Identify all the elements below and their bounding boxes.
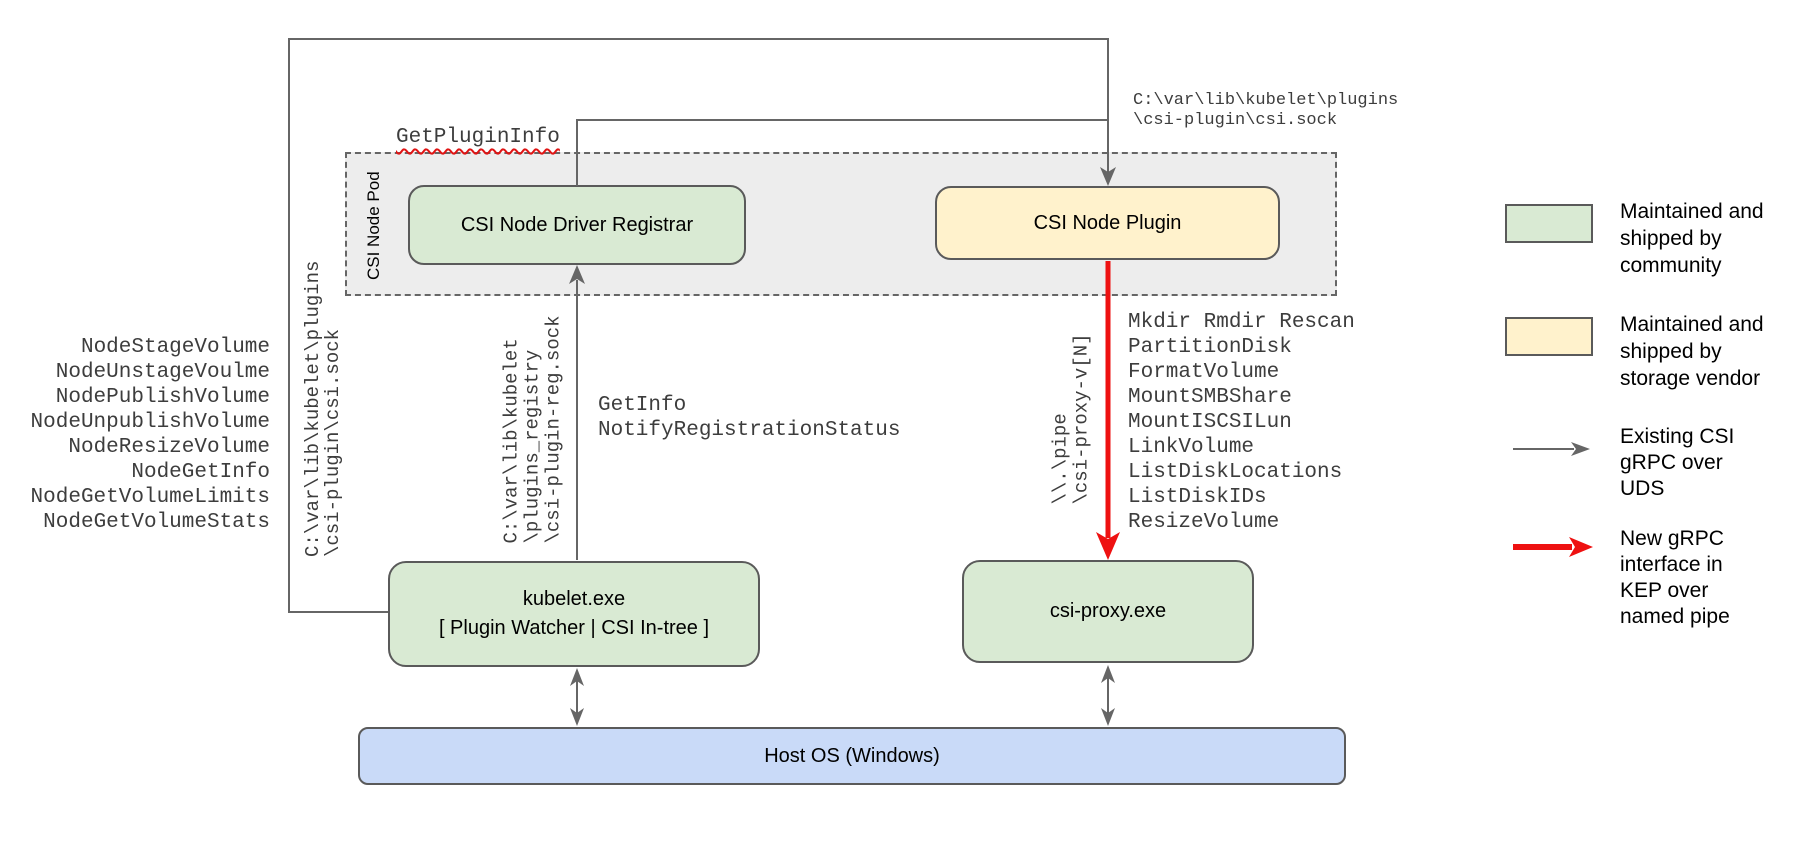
- csi-proxy-calls-list: Mkdir Rmdir Rescan PartitionDisk FormatV…: [1128, 311, 1355, 534]
- get-plugin-info-label: GetPluginInfo: [396, 126, 560, 149]
- host-os-label: Host OS (Windows): [764, 744, 940, 767]
- csi-proxy-label: csi-proxy.exe: [1049, 600, 1167, 622]
- kubelet-hostos-arrowhead-up-icon: [570, 668, 584, 686]
- csi-node-driver-registrar-box: CSI Node Driver Registrar: [408, 185, 746, 265]
- legend-community-text: Maintained and shipped by community: [1620, 200, 1764, 277]
- csi-proxy-box: csi-proxy.exe: [962, 560, 1254, 663]
- csi-node-plugin-label: CSI Node Plugin: [1033, 211, 1182, 234]
- kubelet-hostos-arrowhead-down-icon: [570, 708, 584, 726]
- legend-vendor-swatch: [1505, 317, 1593, 356]
- legend-new-grpc-text: New gRPC interface in KEP over named pip…: [1620, 527, 1730, 628]
- legend-gray-arrowhead-icon: [1571, 442, 1590, 456]
- csiproxy-red-arrowhead-icon: [1096, 532, 1120, 560]
- legend-existing-grpc-text: Existing CSI gRPC over UDS: [1620, 425, 1735, 500]
- named-pipe-path-rotated-label: \\.\pipe \csi-proxy-v[N]: [1049, 333, 1093, 505]
- registration-sock-path-rotated-label: C:\var\lib\kubelet \plugins_registry \cs…: [500, 315, 565, 544]
- csiproxy-hostos-arrowhead-up-icon: [1101, 665, 1115, 683]
- csi-node-pod-label: CSI Node Pod: [364, 171, 383, 280]
- kubelet-box: kubelet.exe [ Plugin Watcher | CSI In-tr…: [388, 561, 760, 667]
- csi-node-plugin-box: CSI Node Plugin: [935, 186, 1280, 260]
- legend-community-swatch: [1505, 204, 1593, 243]
- csi-sock-path-top-label: C:\var\lib\kubelet\plugins \csi-plugin\c…: [1133, 91, 1399, 130]
- csiproxy-hostos-arrowhead-down-icon: [1101, 708, 1115, 726]
- csi-node-driver-registrar-label: CSI Node Driver Registrar: [460, 213, 694, 236]
- legend-red-arrowhead-icon: [1569, 537, 1593, 557]
- legend-vendor-text: Maintained and shipped by storage vendor: [1620, 313, 1764, 390]
- kubelet-label: kubelet.exe: [522, 588, 626, 610]
- host-os-box: Host OS (Windows): [358, 727, 1346, 785]
- registration-calls-label: GetInfo NotifyRegistrationStatus: [598, 394, 901, 442]
- kubelet-sublabel: [ Plugin Watcher | CSI In-tree ]: [438, 617, 710, 639]
- csi-sock-path-rotated-label: C:\var\lib\kubelet\plugins \csi-plugin\c…: [302, 260, 344, 557]
- node-csi-calls-list: NodeStageVolume NodeUnstageVoulme NodePu…: [30, 336, 270, 534]
